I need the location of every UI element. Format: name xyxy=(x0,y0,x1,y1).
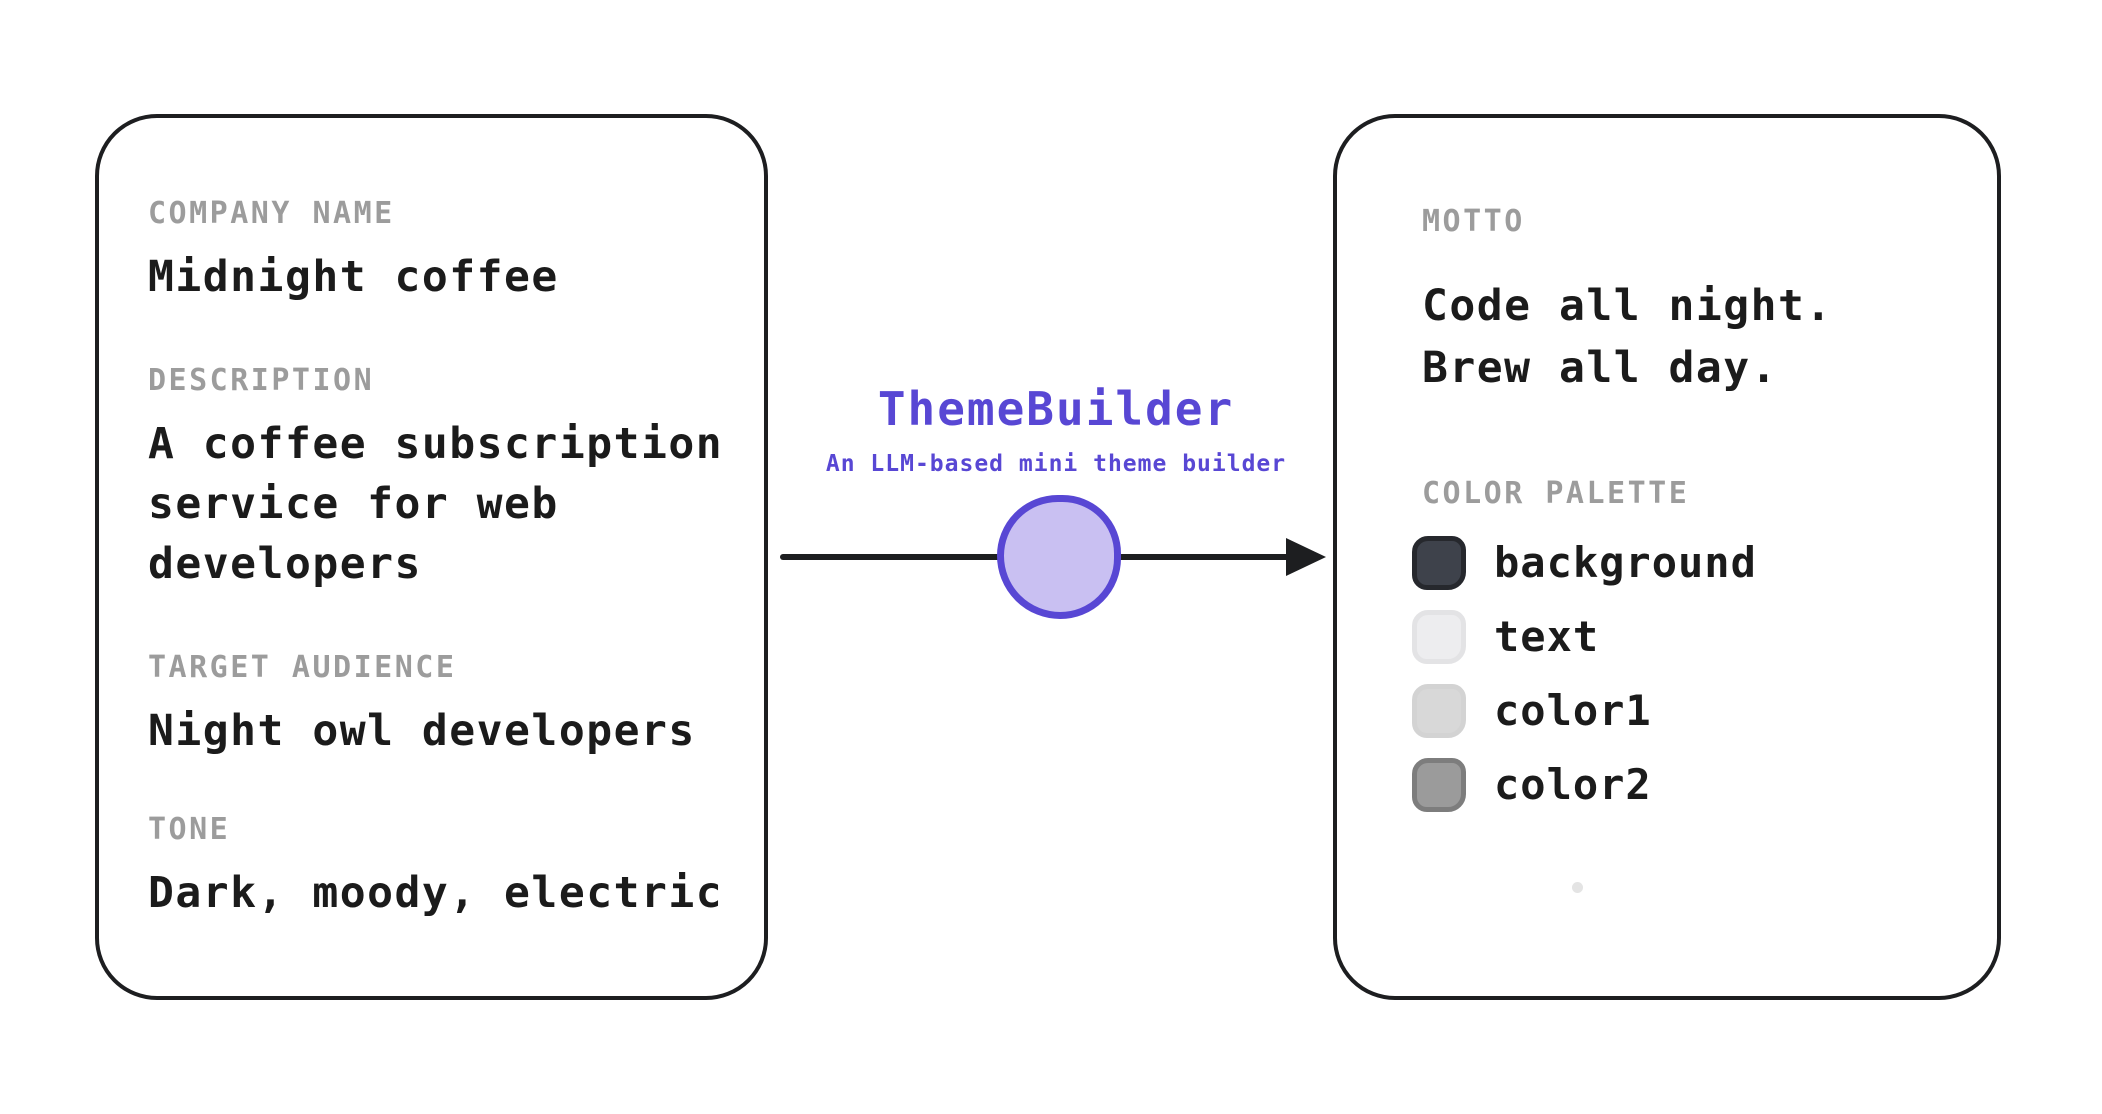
brief-card: COMPANY NAME Midnight coffee DESCRIPTION… xyxy=(95,114,768,1000)
tone-value: Dark, moody, electric xyxy=(148,868,724,918)
tone-section: TONE Dark, moody, electric xyxy=(148,811,736,923)
description-value: A coffee subscription service for web de… xyxy=(148,419,724,589)
color2-name: color2 xyxy=(1494,760,1652,809)
motto-label: MOTTO xyxy=(1422,204,1525,239)
color2-swatch xyxy=(1412,758,1466,812)
text-color-name: text xyxy=(1494,612,1600,661)
company-name-label: COMPANY NAME xyxy=(148,196,395,231)
palette-row-color2: color2 xyxy=(1412,757,1969,813)
description-label: DESCRIPTION xyxy=(148,363,375,398)
company-name-value: Midnight coffee xyxy=(148,252,559,302)
palette-row-background: background xyxy=(1412,535,1969,591)
description-section: DESCRIPTION A coffee subscription servic… xyxy=(148,362,736,594)
target-audience-section: TARGET AUDIENCE Night owl developers xyxy=(148,649,736,761)
motto-line-2: Brew all day. xyxy=(1422,343,1779,393)
target-audience-label: TARGET AUDIENCE xyxy=(148,650,457,685)
company-name-section: COMPANY NAME Midnight coffee xyxy=(148,195,736,307)
color-palette-label: COLOR PALETTE xyxy=(1422,476,1690,511)
color1-name: color1 xyxy=(1494,686,1652,735)
text-color-swatch xyxy=(1412,610,1466,664)
arrowhead-icon xyxy=(1286,538,1326,576)
decorative-dot xyxy=(1572,882,1583,893)
background-color-swatch xyxy=(1412,536,1466,590)
motto-line-1: Code all night. xyxy=(1422,281,1833,331)
output-card: MOTTO Code all night. Brew all day. COLO… xyxy=(1333,114,2001,1000)
builder-subtitle: An LLM-based mini theme builder xyxy=(825,451,1287,477)
target-audience-value: Night owl developers xyxy=(148,706,696,756)
palette-row-text: text xyxy=(1412,609,1969,665)
color-palette-list: background text color1 color2 xyxy=(1412,535,1969,813)
builder-title: ThemeBuilder xyxy=(877,382,1235,436)
builder-node-circle xyxy=(997,495,1121,619)
color1-swatch xyxy=(1412,684,1466,738)
tone-label: TONE xyxy=(148,812,231,847)
palette-row-color1: color1 xyxy=(1412,683,1969,739)
background-color-name: background xyxy=(1494,538,1757,587)
